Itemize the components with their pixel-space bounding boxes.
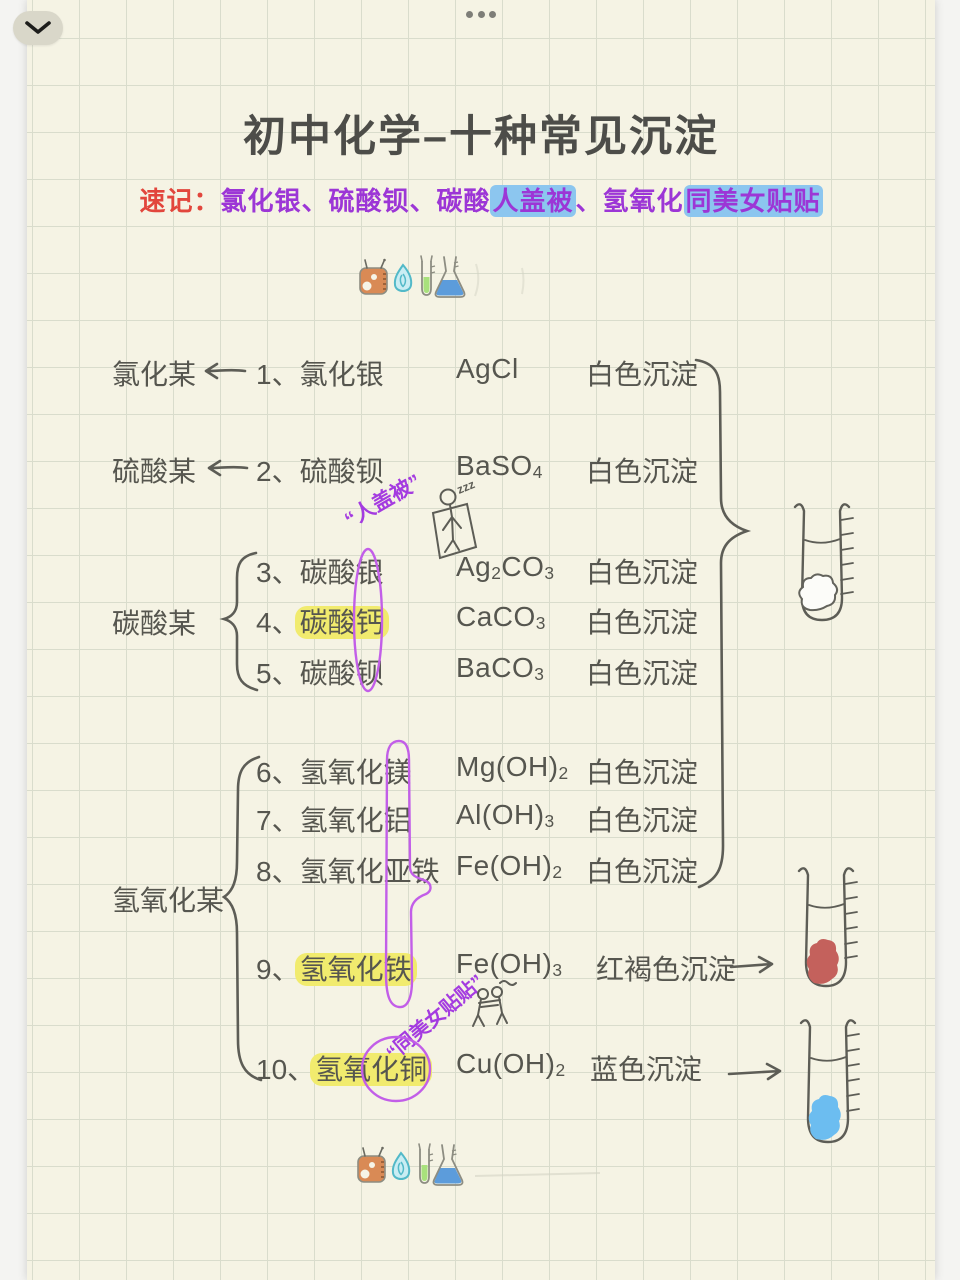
mnemonic-segment-highlighted: 同美女贴贴	[683, 185, 823, 217]
table-row: 7、氢氧化铝 Al(OH)3 白色沉淀	[0, 799, 960, 839]
item-result: 白色沉淀	[586, 757, 699, 788]
item-result: 白色沉淀	[586, 456, 699, 487]
mnemonic-segment-highlighted: 人盖被	[490, 185, 576, 217]
item-number: 6、	[256, 757, 300, 788]
item-result: 白色沉淀	[586, 607, 699, 638]
collapse-button[interactable]	[13, 11, 63, 45]
item-number: 7、	[256, 805, 300, 836]
table-row: 8、氢氧化亚铁 Fe(OH)2 白色沉淀	[0, 850, 960, 890]
table-row: 6、氢氧化镁 Mg(OH)2 白色沉淀	[0, 751, 960, 791]
table-row: 10、氢氧化铜 Cu(OH)2 蓝色沉淀	[0, 1048, 960, 1088]
item-number: 4、	[256, 607, 300, 638]
item-name: 硫酸钡	[299, 456, 384, 487]
item-number: 1、	[256, 359, 300, 390]
item-result: 白色沉淀	[586, 557, 699, 588]
item-result: 红褐色沉淀	[596, 954, 737, 985]
item-result: 白色沉淀	[586, 658, 699, 689]
item-name-highlighted: 碳酸钙	[294, 606, 389, 639]
item-number: 9、	[256, 954, 300, 985]
item-result: 白色沉淀	[586, 359, 699, 390]
item-formula: Fe(OH)2	[456, 850, 563, 882]
chevron-down-icon	[25, 21, 51, 34]
more-options-icon[interactable]	[466, 11, 496, 18]
mnemonic-segment: 氯化银、硫酸钡、碳酸	[220, 186, 491, 216]
item-name-highlighted: 氢氧化铜	[310, 1053, 433, 1086]
table-row: 4、碳酸钙 CaCO3 白色沉淀	[0, 601, 960, 641]
item-formula: Mg(OH)2	[456, 751, 569, 783]
item-formula: Fe(OH)3	[456, 948, 563, 980]
table-row: 3、碳酸银 Ag2CO3 白色沉淀	[0, 551, 960, 591]
item-name: 碳酸钡	[299, 658, 384, 689]
category-carbonate: 碳酸某	[112, 608, 197, 639]
item-number: 2、	[256, 456, 300, 487]
item-formula: Al(OH)3	[456, 799, 555, 831]
item-formula: AgCl	[456, 353, 519, 384]
item-name-highlighted: 氢氧化铁	[294, 953, 417, 986]
mnemonic-segment: 、氢氧化	[575, 186, 684, 216]
item-name: 氢氧化铝	[299, 805, 412, 836]
item-formula: CaCO3	[456, 601, 546, 633]
table-row: 2、硫酸钡 BaSO4 白色沉淀	[0, 450, 960, 490]
item-formula: BaCO3	[456, 652, 545, 684]
item-name: 氢氧化亚铁	[299, 856, 440, 887]
table-row: 5、碳酸钡 BaCO3 白色沉淀	[0, 652, 960, 692]
category-chloride: 氯化某	[112, 359, 197, 390]
item-formula: Cu(OH)2	[456, 1048, 566, 1080]
item-formula: BaSO4	[456, 450, 543, 482]
category-hydroxide: 氢氧化某	[112, 885, 225, 916]
mnemonic-line: 速记：氯化银、硫酸钡、碳酸人盖被、氢氧化同美女贴贴	[27, 181, 935, 218]
item-name: 氢氧化镁	[299, 757, 412, 788]
item-result: 蓝色沉淀	[590, 1054, 703, 1085]
item-number: 8、	[256, 856, 300, 887]
item-number: 5、	[256, 658, 300, 689]
category-sulfate: 硫酸某	[112, 456, 197, 487]
item-result: 白色沉淀	[586, 856, 699, 887]
page-title: 初中化学–十种常见沉淀	[243, 113, 719, 161]
item-name: 氯化银	[299, 359, 384, 390]
item-number: 10、	[256, 1054, 316, 1085]
item-number: 3、	[256, 557, 300, 588]
table-row: 1、氯化银 AgCl 白色沉淀	[0, 353, 960, 393]
item-name: 碳酸银	[299, 557, 384, 588]
item-result: 白色沉淀	[586, 805, 699, 836]
item-formula: Ag2CO3	[456, 551, 555, 583]
mnemonic-label: 速记：	[139, 186, 221, 216]
